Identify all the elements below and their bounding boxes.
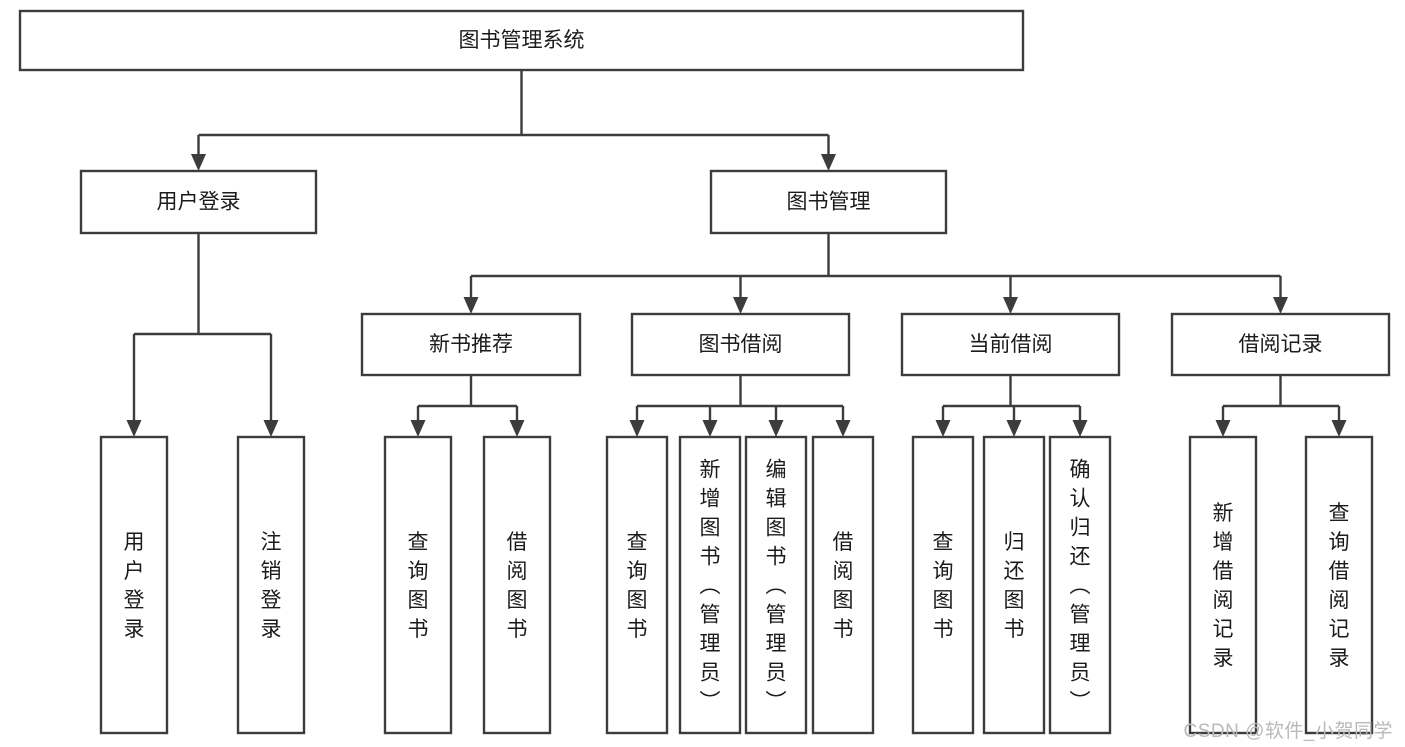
connector-layer xyxy=(126,70,1347,437)
node-borrow-record[interactable]: 借阅记录 xyxy=(1170,312,1391,377)
arrow-head xyxy=(835,420,851,437)
node-box-user-login[interactable] xyxy=(79,169,318,235)
node-label-leaf-logout-login: 注销登录 xyxy=(261,531,282,641)
arrow-head xyxy=(821,154,836,171)
node-box-leaf-query-borrow-record[interactable] xyxy=(1304,435,1374,735)
node-leaf-borrow-book-2[interactable]: 借阅图书 xyxy=(811,435,875,735)
node-user-login[interactable]: 用户登录 xyxy=(79,169,318,235)
node-box-leaf-user-login[interactable] xyxy=(99,435,169,735)
node-leaf-return-book[interactable]: 归还图书 xyxy=(982,435,1046,735)
node-box-book-manage[interactable] xyxy=(709,169,948,235)
edge-group-userlogin-to-leaves xyxy=(126,233,279,437)
node-leaf-add-book-admin[interactable]: 新增图书︵管理员︶ xyxy=(678,435,742,735)
node-label-leaf-user-login: 用户登录 xyxy=(124,531,145,641)
node-leaf-edit-book-admin[interactable]: 编辑图书︵管理员︶ xyxy=(744,435,808,735)
arrow-head xyxy=(702,420,718,437)
edge-group-record-to-leaves xyxy=(1215,375,1347,437)
node-label-leaf-borrow-book-2: 借阅图书 xyxy=(833,531,854,641)
node-label-user-login: 用户登录 xyxy=(157,191,241,214)
arrow-head xyxy=(1003,297,1018,314)
arrow-head xyxy=(935,420,951,437)
node-label-current-borrow: 当前借阅 xyxy=(969,333,1053,356)
node-label-leaf-query-borrow-record: 查询借阅记录 xyxy=(1329,502,1350,670)
node-leaf-borrow-book-1[interactable]: 借阅图书 xyxy=(482,435,552,735)
edge-group-bookmanage-to-level3 xyxy=(463,233,1288,314)
arrow-head xyxy=(1006,420,1022,437)
node-root[interactable]: 图书管理系统 xyxy=(18,9,1025,72)
node-label-root: 图书管理系统 xyxy=(459,29,585,52)
node-box-new-book-recommend[interactable] xyxy=(360,312,582,377)
edge-group-current-to-leaves xyxy=(935,375,1088,437)
node-box-leaf-return-book[interactable] xyxy=(982,435,1046,735)
node-leaf-query-book-2[interactable]: 查询图书 xyxy=(605,435,669,735)
edge-group-recommend-to-leaves xyxy=(410,375,525,437)
node-leaf-query-borrow-record[interactable]: 查询借阅记录 xyxy=(1304,435,1374,735)
arrow-head xyxy=(191,154,206,171)
arrow-head xyxy=(410,420,426,437)
node-box-leaf-edit-book-admin[interactable] xyxy=(744,435,808,735)
node-box-leaf-confirm-return-admin[interactable] xyxy=(1048,435,1112,735)
node-box-leaf-query-book-1[interactable] xyxy=(383,435,453,735)
node-label-borrow-record: 借阅记录 xyxy=(1239,333,1323,356)
node-box-book-borrow[interactable] xyxy=(630,312,851,377)
node-layer: 图书管理系统用户登录图书管理新书推荐图书借阅当前借阅借阅记录用户登录注销登录查询… xyxy=(18,9,1391,735)
arrow-head xyxy=(463,297,479,314)
node-box-leaf-borrow-book-2[interactable] xyxy=(811,435,875,735)
node-box-leaf-query-book-3[interactable] xyxy=(911,435,975,735)
edge-group-root-to-level2 xyxy=(191,70,836,171)
node-label-leaf-return-book: 归还图书 xyxy=(1004,531,1025,641)
node-box-leaf-add-borrow-record[interactable] xyxy=(1188,435,1258,735)
node-leaf-query-book-3[interactable]: 查询图书 xyxy=(911,435,975,735)
node-label-new-book-recommend: 新书推荐 xyxy=(429,333,513,356)
edge-group-borrow-to-leaves xyxy=(629,375,851,437)
node-label-leaf-borrow-book-1: 借阅图书 xyxy=(507,531,528,641)
arrow-head xyxy=(1273,297,1288,314)
node-box-root[interactable] xyxy=(18,9,1025,72)
node-leaf-user-login[interactable]: 用户登录 xyxy=(99,435,169,735)
node-leaf-query-book-1[interactable]: 查询图书 xyxy=(383,435,453,735)
node-label-leaf-confirm-return-admin: 确认归还︵管理员︶ xyxy=(1070,459,1091,714)
node-label-leaf-add-book-admin: 新增图书︵管理员︶ xyxy=(700,459,721,714)
node-box-leaf-add-book-admin[interactable] xyxy=(678,435,742,735)
node-new-book-recommend[interactable]: 新书推荐 xyxy=(360,312,582,377)
arrow-head xyxy=(509,420,525,437)
node-book-manage[interactable]: 图书管理 xyxy=(709,169,948,235)
node-leaf-add-borrow-record[interactable]: 新增借阅记录 xyxy=(1188,435,1258,735)
arrow-head xyxy=(733,297,748,314)
node-box-borrow-record[interactable] xyxy=(1170,312,1391,377)
node-book-borrow[interactable]: 图书借阅 xyxy=(630,312,851,377)
arrow-head xyxy=(768,420,784,437)
node-label-book-manage: 图书管理 xyxy=(787,191,871,214)
arrow-head xyxy=(1072,420,1088,437)
node-current-borrow[interactable]: 当前借阅 xyxy=(900,312,1121,377)
arrow-head xyxy=(629,420,645,437)
node-box-leaf-query-book-2[interactable] xyxy=(605,435,669,735)
csdn-watermark: CSDN @软件_小贺同学 xyxy=(1183,721,1393,742)
node-label-book-borrow: 图书借阅 xyxy=(699,333,783,356)
arrow-head xyxy=(263,420,279,437)
node-box-leaf-logout-login[interactable] xyxy=(236,435,306,735)
node-label-leaf-query-book-2: 查询图书 xyxy=(627,531,648,641)
arrow-head xyxy=(126,420,142,437)
node-leaf-logout-login[interactable]: 注销登录 xyxy=(236,435,306,735)
node-leaf-confirm-return-admin[interactable]: 确认归还︵管理员︶ xyxy=(1048,435,1112,735)
node-label-leaf-add-borrow-record: 新增借阅记录 xyxy=(1213,502,1234,670)
node-label-leaf-query-book-1: 查询图书 xyxy=(408,531,429,641)
arrow-head xyxy=(1215,420,1231,437)
node-label-leaf-query-book-3: 查询图书 xyxy=(933,531,954,641)
node-label-leaf-edit-book-admin: 编辑图书︵管理员︶ xyxy=(766,459,787,714)
arrow-head xyxy=(1331,420,1347,437)
node-box-leaf-borrow-book-1[interactable] xyxy=(482,435,552,735)
node-box-current-borrow[interactable] xyxy=(900,312,1121,377)
